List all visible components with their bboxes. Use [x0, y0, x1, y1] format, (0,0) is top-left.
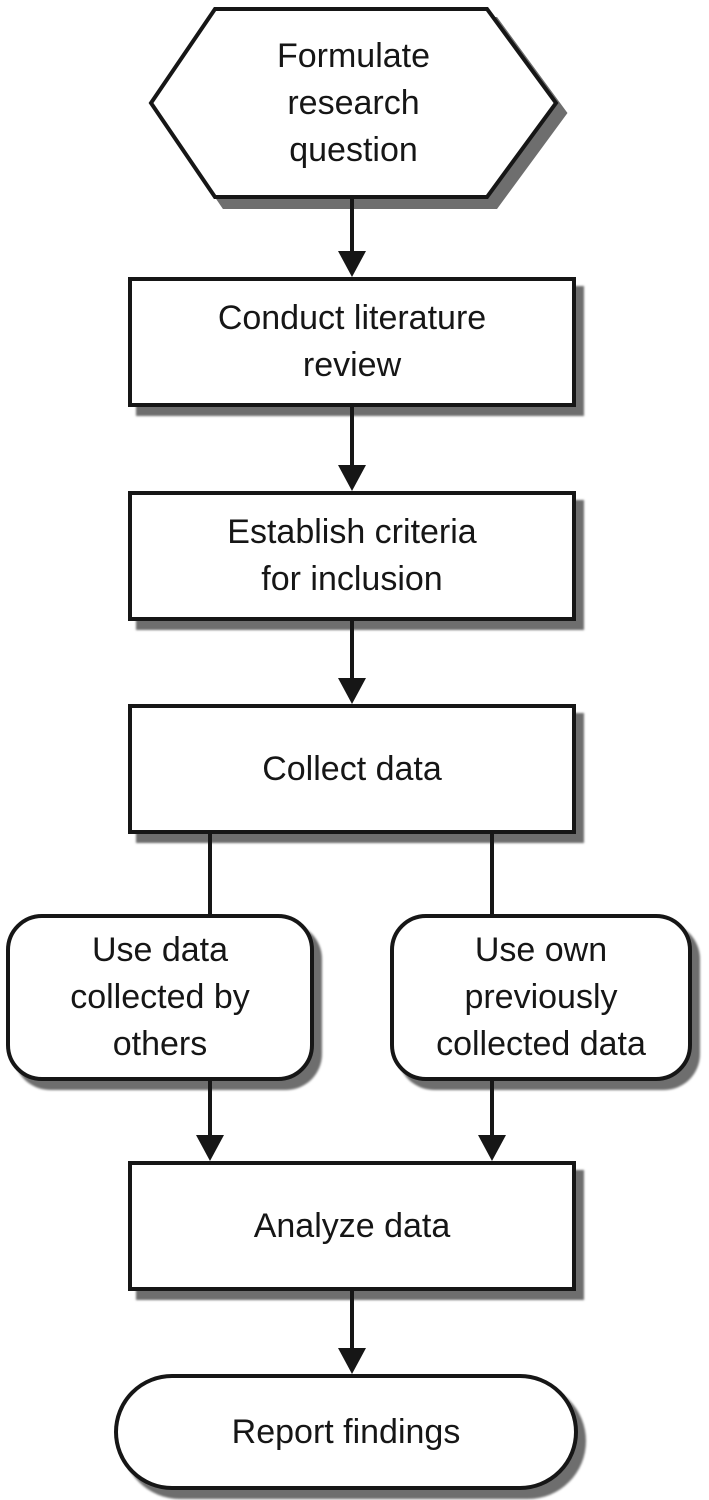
arrowhead-icon: [196, 1135, 224, 1161]
hexagon-node-shape: [148, 7, 568, 209]
node-label-line: collected data: [436, 1025, 646, 1063]
node-label-line: research: [287, 83, 420, 122]
node-establish-criteria-for-inclusion: Establish criteria for inclusion: [128, 491, 576, 621]
node-label-line: Collect data: [262, 749, 442, 788]
node-conduct-literature-review: Conduct literature review: [128, 277, 576, 407]
node-label-line: Conduct literature: [217, 299, 487, 337]
edge-line-collect-to-use-own: [490, 832, 494, 916]
node-label-line: Use own: [474, 931, 608, 969]
node-label-line: Formulate: [276, 36, 431, 75]
node-label-line: Establish criteria: [227, 513, 477, 551]
node-formulate-research-question: Formulate research question: [151, 9, 556, 197]
edge-line-formulate-to-literature: [350, 197, 354, 253]
node-label-line: previously: [464, 978, 618, 1016]
arrowhead-icon: [338, 251, 366, 277]
arrowhead-icon: [338, 678, 366, 704]
node-label-line: Analyze data: [253, 1206, 451, 1245]
node-label-line: Report findings: [231, 1412, 461, 1451]
node-label-line: Use data: [91, 931, 229, 969]
node-analyze-data: Analyze data: [128, 1161, 576, 1291]
edge-line-use-own-to-analyze: [490, 1079, 494, 1137]
edge-line-analyze-to-report: [350, 1289, 354, 1350]
hexagon-shape: [148, 7, 559, 199]
node-collect-data: Collect data: [128, 704, 576, 834]
edge-line-collect-to-use-others: [208, 832, 212, 916]
node-label-line: question: [289, 130, 418, 169]
node-use-own-previously-collected-data: Use own previously collected data: [390, 914, 692, 1081]
edge-line-literature-to-criteria: [350, 405, 354, 467]
edge-line-use-others-to-analyze: [208, 1079, 212, 1137]
node-label-line: collected by: [70, 978, 250, 1016]
arrowhead-icon: [478, 1135, 506, 1161]
node-use-data-collected-by-others: Use data collected by others: [6, 914, 314, 1081]
node-report-findings: Report findings: [114, 1374, 578, 1490]
node-label-line: others: [112, 1025, 208, 1063]
arrowhead-icon: [338, 1348, 366, 1374]
node-label-line: review: [302, 346, 402, 384]
node-label-line: for inclusion: [261, 560, 443, 598]
edge-line-criteria-to-collect: [350, 619, 354, 680]
arrowhead-icon: [338, 465, 366, 491]
